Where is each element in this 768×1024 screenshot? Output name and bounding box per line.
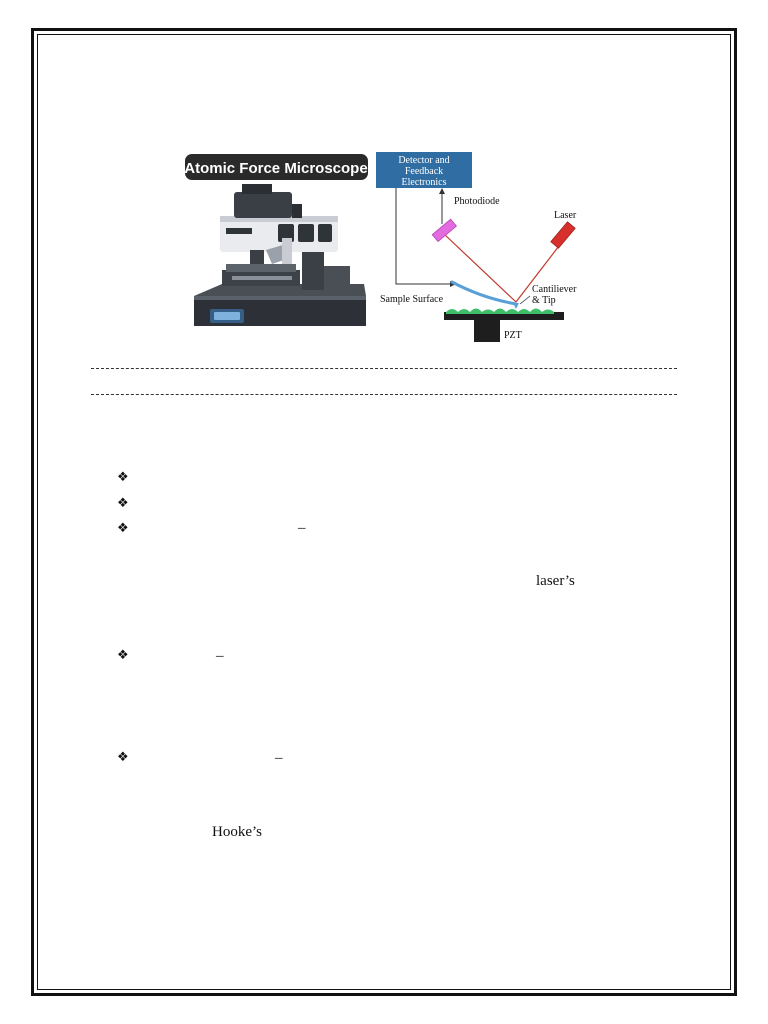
- figure-title-badge: [185, 154, 368, 180]
- photodiode-element: [431, 218, 457, 243]
- laser-beam: [443, 233, 563, 303]
- cantilever-pointer: [519, 295, 531, 305]
- photodiode-label: Photodiode: [454, 196, 500, 207]
- laser-element: [550, 221, 576, 249]
- figure-title: Atomic Force Microscope: [184, 160, 367, 177]
- laser-label: Laser: [554, 210, 577, 221]
- fragment-lasers: laser’s: [536, 573, 575, 589]
- page-border-inner: [37, 34, 731, 990]
- cantilever: [450, 280, 518, 306]
- detector-label-line-1: Detector and: [398, 155, 449, 166]
- bullet-2: ❖: [117, 496, 129, 511]
- sample-stage-top: [444, 312, 564, 320]
- microscope-illustration: [194, 184, 366, 326]
- sample-surface-label: Sample Surface: [380, 294, 444, 305]
- sample-surface: [446, 308, 554, 314]
- afm-figure-svg: Atomic Force Microscope: [184, 152, 577, 342]
- dashed-rule-1: [91, 368, 677, 369]
- bullet-3-dash: –: [298, 520, 306, 536]
- detector-label-line-2: Feedback: [405, 166, 443, 177]
- fragment-hookes: Hooke’s: [212, 824, 262, 840]
- cantilever-tip: [513, 303, 519, 309]
- cantilever-label-line-2: & Tip: [532, 295, 556, 306]
- pzt-label: PZT: [504, 330, 522, 341]
- photodiode-arrow: [439, 188, 445, 224]
- dashed-rule-2: [91, 394, 677, 395]
- bullet-4-dash: –: [216, 648, 224, 664]
- cantilever-label-line-1: Cantiliever: [532, 284, 577, 295]
- pzt-block: [474, 320, 500, 342]
- detector-box: [376, 152, 472, 188]
- bullet-3: ❖: [117, 521, 129, 536]
- bullet-5: ❖: [117, 750, 129, 765]
- afm-figure: Atomic Force Microscope: [182, 146, 588, 352]
- bullet-4: ❖: [117, 648, 129, 663]
- bullet-1: ❖: [117, 470, 129, 485]
- bullet-5-dash: –: [275, 750, 283, 766]
- page-border-outer: [31, 28, 737, 996]
- detector-label-line-3: Electronics: [402, 177, 447, 188]
